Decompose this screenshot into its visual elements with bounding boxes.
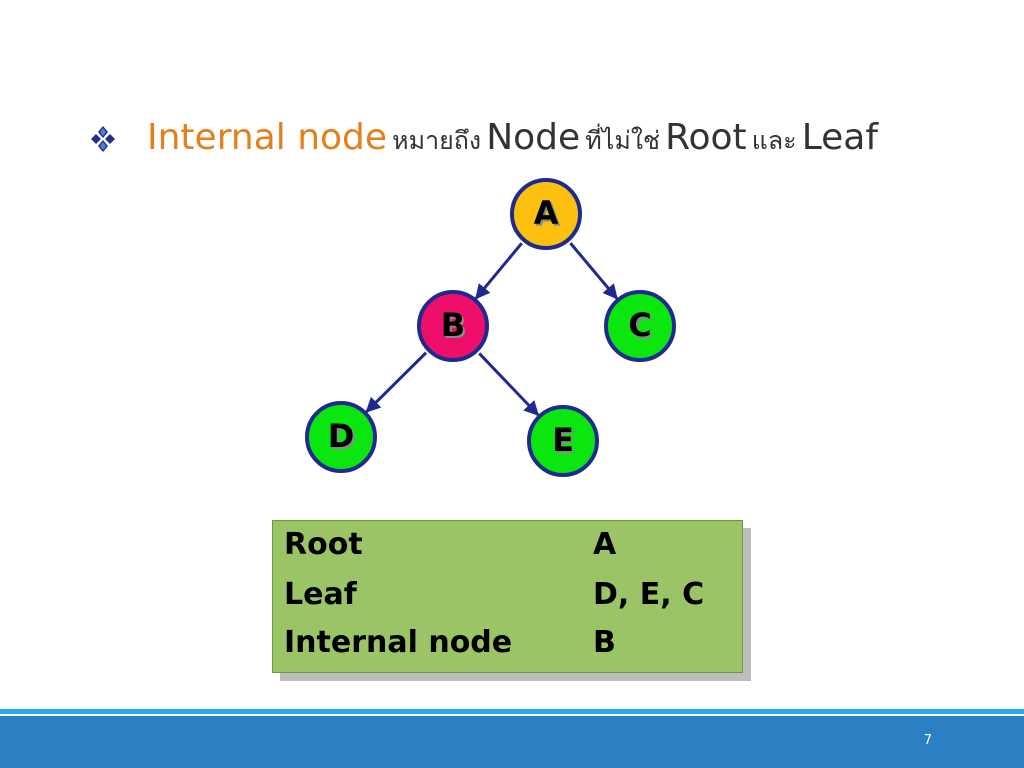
table-row-value: B xyxy=(593,625,616,660)
tree-node-label: C xyxy=(628,306,651,344)
table-row-root: Root A xyxy=(284,521,616,569)
tree-node-label-shadow: B xyxy=(443,308,467,346)
tree-node-label: A xyxy=(534,194,559,232)
tree-node-circle xyxy=(417,290,489,362)
footer-gap xyxy=(0,714,1024,716)
footer-bar xyxy=(0,716,1024,768)
heading-thai-means: หมายถึง xyxy=(392,126,482,155)
tree-node-d: DD xyxy=(305,401,377,473)
tree-node-label: B xyxy=(441,306,465,344)
table-row-value: D, E, C xyxy=(593,577,705,612)
heading-root-word: Root xyxy=(665,117,747,158)
table-row-label: Leaf xyxy=(284,577,357,612)
edge-b-e xyxy=(478,352,540,417)
heading-thai-not: ที่ไม่ใช่ xyxy=(585,126,660,155)
heading-thai-and: และ xyxy=(751,126,797,155)
heading-leaf-word: Leaf xyxy=(801,117,879,158)
edge-b-d xyxy=(365,351,428,413)
table-row-label: Root xyxy=(284,527,363,562)
tree-node-label-shadow: A xyxy=(536,196,561,234)
tree-node-c: CC xyxy=(604,290,676,362)
heading-line: Internal node หมายถึง Node ที่ไม่ใช่ Roo… xyxy=(147,112,878,170)
summary-table: Root A Leaf D, E, C Internal node B xyxy=(272,520,743,673)
footer-stripe xyxy=(0,709,1024,714)
tree-node-label: D xyxy=(328,417,355,455)
page-number: 7 xyxy=(923,733,932,748)
four-diamond-bullet-icon xyxy=(91,126,115,152)
table-row-label: Internal node xyxy=(284,625,513,660)
table-row-leaf: Leaf D, E, C xyxy=(284,571,704,619)
heading-node-word: Node xyxy=(486,117,581,158)
table-row-internal-node: Internal node B xyxy=(284,619,616,667)
tree-node-e: EE xyxy=(527,405,599,477)
tree-node-label: E xyxy=(552,421,574,459)
heading-term: Internal node xyxy=(147,117,388,158)
tree-node-b: BB xyxy=(417,290,489,362)
tree-node-circle xyxy=(604,290,676,362)
tree-node-label-shadow: D xyxy=(330,419,357,457)
tree-node-label-shadow: E xyxy=(554,423,576,461)
tree-node-label-shadow: C xyxy=(630,308,653,346)
tree-node-circle xyxy=(510,178,582,250)
tree-node-circle xyxy=(527,405,599,477)
table-row-value: A xyxy=(593,527,617,562)
edge-a-c xyxy=(569,242,619,300)
tree-node-circle xyxy=(305,401,377,473)
tree-node-a: AA xyxy=(510,178,582,250)
edge-a-b xyxy=(474,242,523,300)
